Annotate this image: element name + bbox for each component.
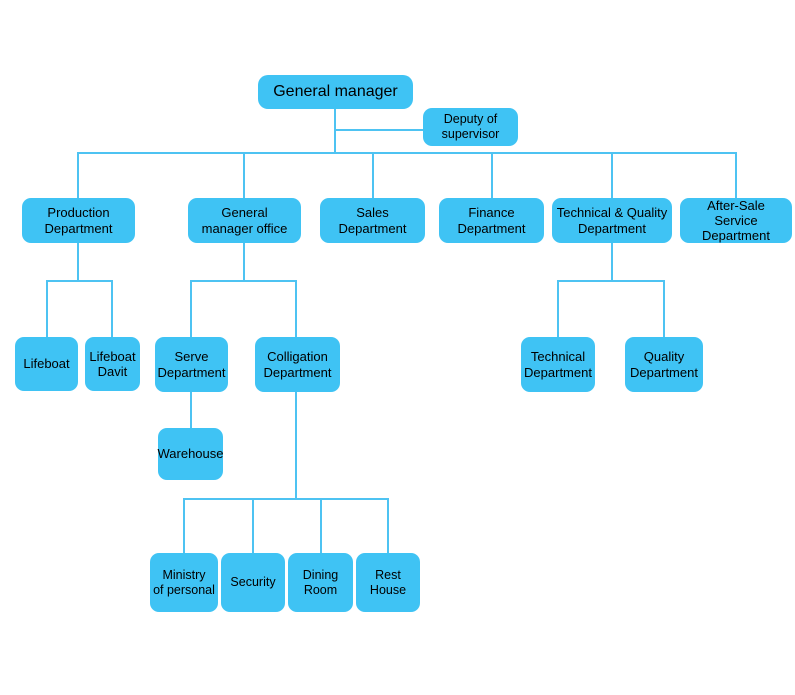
node-lifeboat[interactable]: Lifeboat xyxy=(15,337,78,391)
connector-main-bus xyxy=(77,152,737,154)
node-dining-room[interactable]: Dining Room xyxy=(288,553,353,612)
connector-drop-technical-quality xyxy=(611,152,613,198)
connector-serve-to-warehouse xyxy=(190,392,192,428)
connector-technical-quality-bus xyxy=(557,280,665,282)
connector-gm-office-stem xyxy=(243,243,245,281)
connector-drop-quality xyxy=(663,280,665,337)
connector-production-bus xyxy=(46,280,113,282)
node-finance-department[interactable]: Finance Department xyxy=(439,198,544,243)
connector-drop-rest-house xyxy=(387,498,389,553)
connector-drop-dining-room xyxy=(320,498,322,553)
connector-drop-technical xyxy=(557,280,559,337)
connector-drop-ministry xyxy=(183,498,185,553)
connector-gm-office-bus xyxy=(190,280,297,282)
node-general-manager-office[interactable]: General manager office xyxy=(188,198,301,243)
connector-technical-quality-stem xyxy=(611,243,613,281)
node-colligation-department[interactable]: Colligation Department xyxy=(255,337,340,392)
connector-drop-after-sale xyxy=(735,152,737,198)
node-deputy-of-supervisor[interactable]: Deputy of supervisor xyxy=(423,108,518,146)
node-ministry-of-personal[interactable]: Ministry of personal xyxy=(150,553,218,612)
connector-drop-finance xyxy=(491,152,493,198)
connector-gm-to-deputy xyxy=(334,129,424,131)
node-warehouse[interactable]: Warehouse xyxy=(158,428,224,480)
node-sales-department[interactable]: Sales Department xyxy=(320,198,425,243)
node-technical-department[interactable]: Technical Department xyxy=(521,337,595,392)
connector-drop-colligation xyxy=(295,280,297,337)
connector-drop-sales xyxy=(372,152,374,198)
node-rest-house[interactable]: Rest House xyxy=(356,553,420,612)
connector-colligation-bus xyxy=(183,498,388,500)
connector-production-stem xyxy=(77,243,79,281)
node-technical-quality-department[interactable]: Technical & Quality Department xyxy=(552,198,672,243)
connector-drop-lifeboat xyxy=(46,280,48,337)
connector-drop-lifeboat-davit xyxy=(111,280,113,337)
node-serve-department[interactable]: Serve Department xyxy=(155,337,228,392)
connector-colligation-stem xyxy=(295,392,297,498)
connector-drop-gm-office xyxy=(243,152,245,198)
connector-drop-production xyxy=(77,152,79,198)
node-quality-department[interactable]: Quality Department xyxy=(625,337,703,392)
node-security[interactable]: Security xyxy=(221,553,285,612)
node-production-department[interactable]: Production Department xyxy=(22,198,135,243)
node-after-sale-service-department[interactable]: After-Sale Service Department xyxy=(680,198,792,243)
node-lifeboat-davit[interactable]: Lifeboat Davit xyxy=(85,337,140,391)
connector-drop-serve xyxy=(190,280,192,337)
node-general-manager[interactable]: General manager xyxy=(258,75,413,109)
connector-drop-security xyxy=(252,498,254,553)
